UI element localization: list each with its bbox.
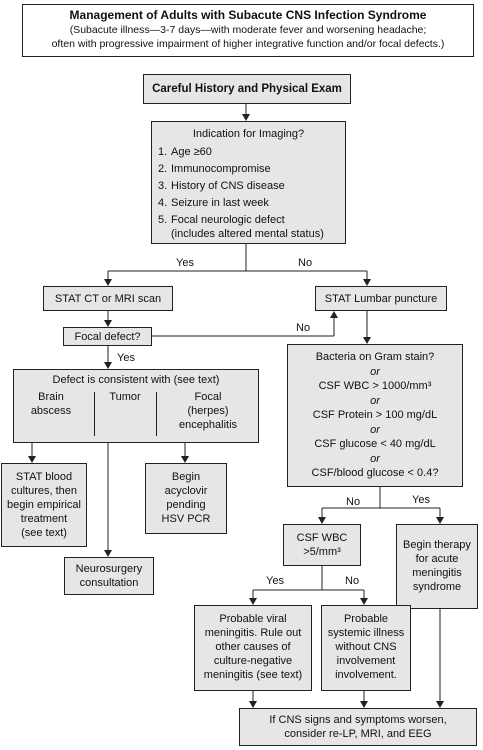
imaging-indication-box: Indication for Imaging? 1.Age ≥60 2.Immu… — [151, 121, 346, 244]
diagram-title: Management of Adults with Subacute CNS I… — [69, 8, 427, 22]
imaging-item: 1.Age ≥60 — [158, 146, 212, 158]
viral-meningitis-box: Probable viral meningitis. Rule out othe… — [194, 605, 312, 691]
blood-cultures-box: STAT blood cultures, then begin empirica… — [1, 463, 87, 547]
lumbar-puncture-label: STAT Lumbar puncture — [324, 293, 438, 305]
history-exam-box: Careful History and Physical Exam — [143, 74, 351, 104]
arrow-to-cultures — [28, 456, 36, 463]
csf-wbc-box: CSF WBC >5/mm³ — [283, 524, 361, 566]
defect-consistent-box: Defect is consistent with (see text) Bra… — [13, 369, 259, 443]
edge-label-criteria-no: No — [346, 496, 361, 508]
imaging-indication-title: Indication for Imaging? — [192, 128, 305, 140]
arrow-focal-no-to-lp — [330, 311, 338, 318]
imaging-item: 2.Immunocompromise — [158, 163, 271, 175]
title-box: Management of Adults with Subacute CNS I… — [22, 4, 474, 57]
arrow-to-imaging — [242, 114, 250, 121]
imaging-item: (includes altered mental status) — [171, 228, 324, 240]
lumbar-puncture-box: STAT Lumbar puncture — [315, 286, 447, 311]
defect-consistent-title: Defect is consistent with (see text) — [52, 374, 220, 386]
meningitis-therapy-box: Begin therapy for acute meningitis syndr… — [396, 524, 478, 609]
systemic-illness-box: Probable systemic illness without CNS in… — [321, 605, 411, 691]
arrow-viral-final — [249, 701, 257, 708]
ct-mri-label: STAT CT or MRI scan — [54, 293, 162, 305]
arrow-therapy-final — [436, 701, 444, 708]
imaging-item: 5.Focal neurologic defect — [158, 214, 285, 226]
diagram-subtitle-line1: (Subacute illness—3-7 days—with moderate… — [69, 24, 427, 36]
ct-mri-box: STAT CT or MRI scan — [43, 286, 173, 311]
history-exam-label: Careful History and Physical Exam — [152, 83, 342, 95]
edge-label-criteria-yes: Yes — [412, 494, 430, 506]
focal-defect-box: Focal defect? — [63, 327, 152, 346]
arrow-to-therapy — [436, 517, 444, 524]
edge-label-wbc-yes: Yes — [266, 575, 284, 587]
edge-label-imaging-no: No — [298, 257, 313, 269]
edge-label-imaging-yes: Yes — [176, 257, 194, 269]
arrow-to-lp — [363, 279, 371, 286]
arrow-to-wbc — [318, 517, 326, 524]
arrow-to-neurosurgery — [104, 550, 112, 557]
arrow-to-acyclovir — [181, 456, 189, 463]
defect-col-tumor: Tumor — [109, 391, 141, 403]
edge-label-focal-yes: Yes — [117, 352, 135, 364]
neurosurgery-box: Neurosurgery consultation — [64, 557, 154, 595]
diagram-subtitle-line2: often with progressive impairment of hig… — [51, 38, 445, 50]
acyclovir-box: Begin acyclovir pending HSV PCR — [145, 463, 227, 534]
csf-criteria-box: Bacteria on Gram stain? or CSF WBC > 100… — [287, 344, 463, 487]
arrow-to-systemic — [360, 598, 368, 605]
defect-col-divider-2 — [156, 392, 157, 436]
arrow-to-defect — [104, 362, 112, 369]
focal-defect-label: Focal defect? — [74, 331, 141, 343]
final-recommendation-box: If CNS signs and symptoms worsen, consid… — [239, 708, 477, 746]
arrow-to-ct — [104, 279, 112, 286]
defect-col-divider-1 — [94, 392, 95, 436]
arrow-to-criteria — [363, 337, 371, 344]
edge-label-focal-no: No — [296, 322, 311, 334]
arrow-to-viral — [249, 598, 257, 605]
arrow-systemic-final — [360, 701, 368, 708]
defect-col-herpes-encephalitis: Focal (herpes) encephalitis — [178, 391, 238, 431]
edge-label-wbc-no: No — [345, 575, 360, 587]
imaging-item: 4.Seizure in last week — [158, 197, 269, 209]
defect-col-brain-abscess: Brain abscess — [30, 391, 72, 417]
imaging-item: 3.History of CNS disease — [158, 180, 285, 192]
arrow-to-focal — [104, 320, 112, 327]
